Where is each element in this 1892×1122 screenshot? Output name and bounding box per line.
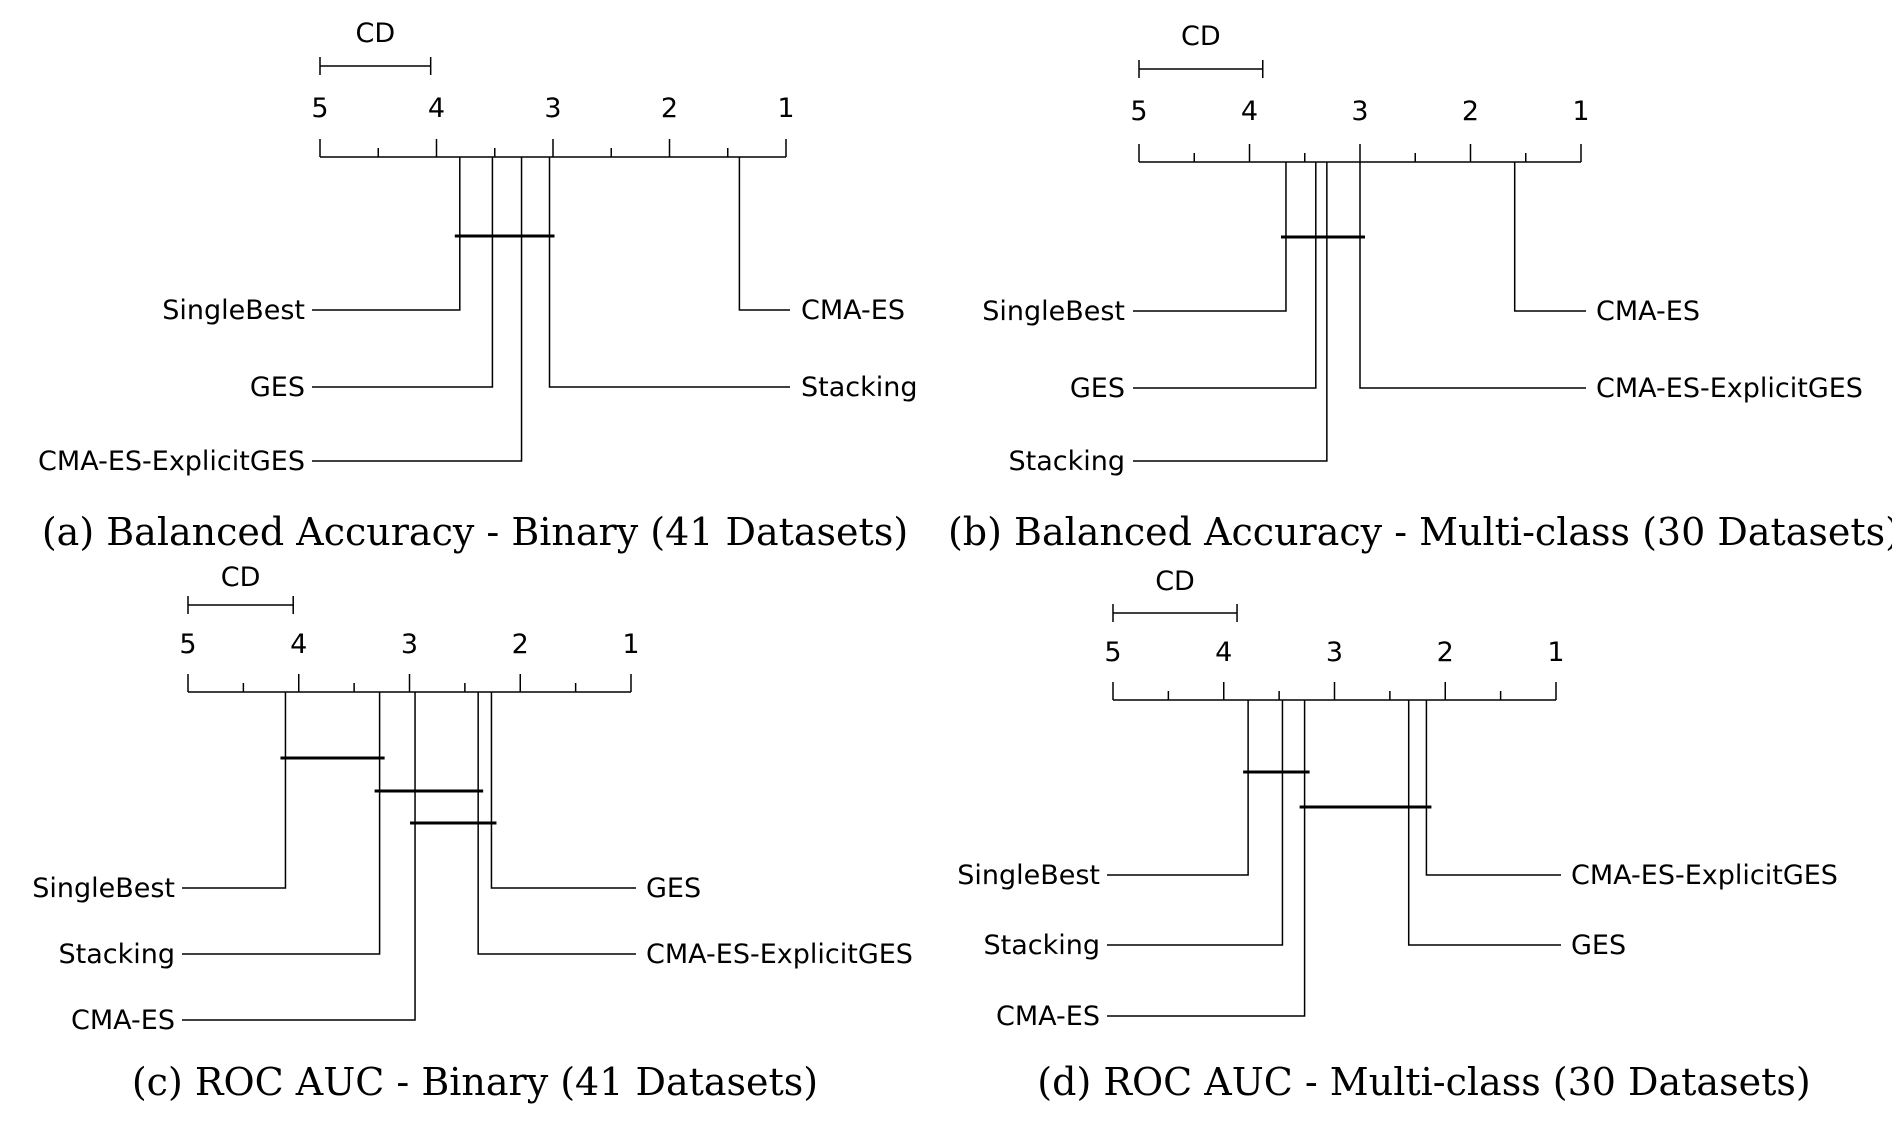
method-connector (548, 157, 790, 388)
method-label: Stacking (1008, 446, 1125, 477)
method-label: CMA-ES (801, 295, 905, 326)
method-connector (1133, 162, 1287, 312)
method-connector (1513, 162, 1586, 312)
tick-label: 4 (1215, 637, 1232, 668)
method-connector (182, 692, 287, 889)
method-label: GES (1571, 930, 1626, 961)
method-connector (182, 692, 381, 955)
method-label: SingleBest (162, 295, 305, 326)
tick-label: 1 (1572, 96, 1589, 127)
tick-label: 2 (512, 629, 529, 660)
method-connector (1407, 700, 1561, 946)
method-connector (1133, 162, 1328, 462)
method-connector (1359, 162, 1586, 389)
tick-label: 5 (1104, 637, 1121, 668)
tick-label: 5 (179, 629, 196, 660)
method-label: CMA-ES-ExplicitGES (1571, 860, 1838, 891)
method-connector (1107, 700, 1306, 1017)
tick-label: 2 (1462, 96, 1479, 127)
panel-caption: (b) Balanced Accuracy - Multi-class (30 … (948, 510, 1892, 554)
tick-label: 4 (290, 629, 307, 660)
method-connector (490, 692, 636, 889)
tick-label: 5 (1130, 96, 1147, 127)
tick-label: 3 (544, 93, 561, 124)
tick-label: 1 (1547, 637, 1564, 668)
panel-caption: (c) ROC AUC - Binary (41 Datasets) (132, 1060, 818, 1104)
method-label: CMA-ES (996, 1001, 1100, 1032)
method-connector (1107, 700, 1284, 946)
method-connector (1425, 700, 1561, 876)
method-label: CMA-ES (71, 1005, 175, 1036)
method-connector (738, 157, 790, 311)
method-label: CMA-ES-ExplicitGES (38, 446, 305, 477)
method-connector (477, 692, 636, 955)
method-label: CMA-ES-ExplicitGES (646, 939, 913, 970)
tick-label: 4 (428, 93, 445, 124)
method-label: GES (1070, 373, 1125, 404)
cd-label: CD (356, 18, 396, 49)
tick-label: 1 (777, 93, 794, 124)
tick-label: 4 (1241, 96, 1258, 127)
method-label: Stacking (983, 930, 1100, 961)
cd-label: CD (221, 562, 261, 593)
method-label: SingleBest (982, 296, 1125, 327)
cd-label: CD (1155, 566, 1195, 597)
method-label: Stacking (58, 939, 175, 970)
method-connector (182, 692, 416, 1021)
method-connector (312, 157, 523, 462)
panel-caption: (d) ROC AUC - Multi-class (30 Datasets) (1037, 1060, 1810, 1104)
method-connector (312, 157, 494, 388)
tick-label: 5 (311, 93, 328, 124)
tick-label: 3 (1326, 637, 1343, 668)
panel-caption: (a) Balanced Accuracy - Binary (41 Datas… (42, 510, 908, 554)
method-connector (312, 157, 461, 311)
method-label: SingleBest (957, 860, 1100, 891)
method-label: SingleBest (32, 873, 175, 904)
method-connector (1133, 162, 1317, 389)
tick-label: 3 (1351, 96, 1368, 127)
tick-label: 2 (661, 93, 678, 124)
method-label: CMA-ES (1596, 296, 1700, 327)
method-label: GES (646, 873, 701, 904)
tick-label: 3 (401, 629, 418, 660)
tick-label: 1 (622, 629, 639, 660)
method-label: CMA-ES-ExplicitGES (1596, 373, 1863, 404)
method-label: Stacking (801, 372, 918, 403)
method-label: GES (250, 372, 305, 403)
tick-label: 2 (1437, 637, 1454, 668)
cd-label: CD (1181, 21, 1221, 52)
method-connector (1107, 700, 1249, 876)
